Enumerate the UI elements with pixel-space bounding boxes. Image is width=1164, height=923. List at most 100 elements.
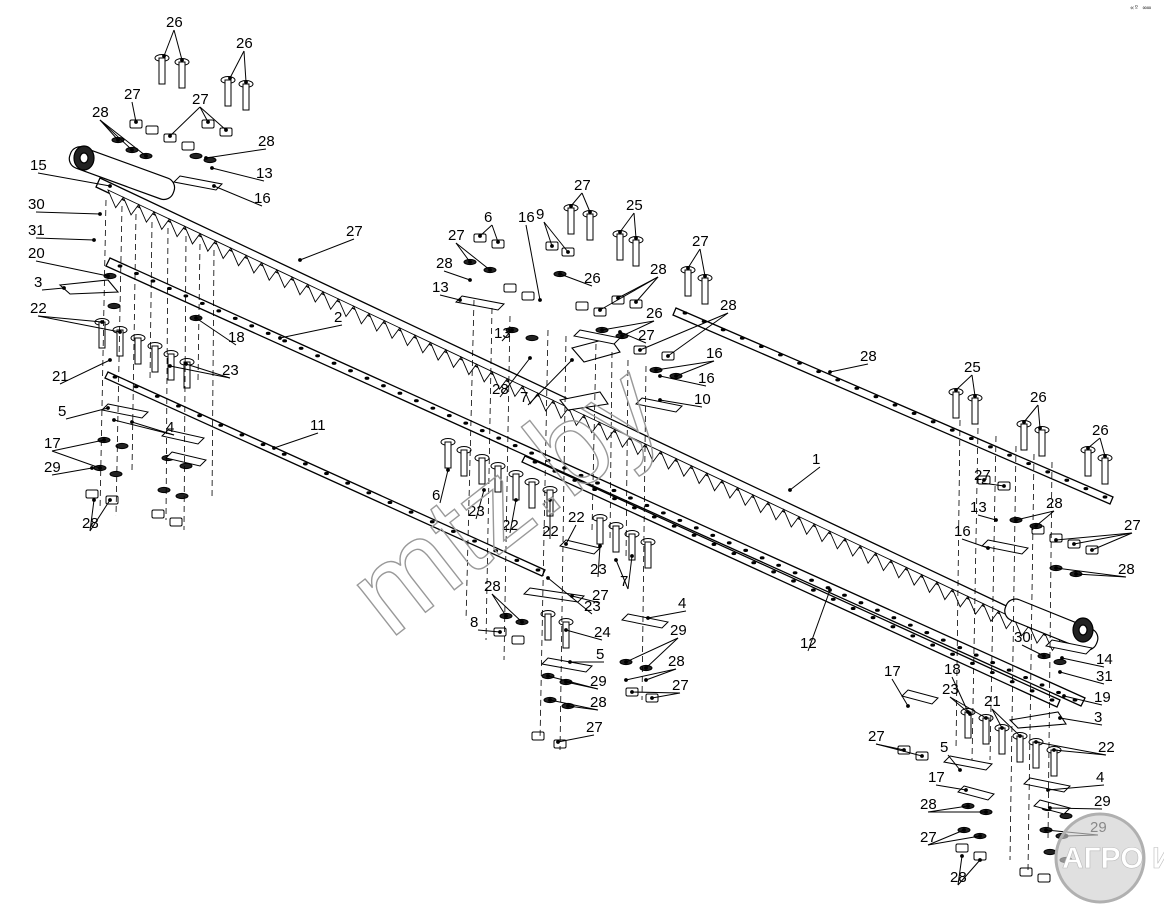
leader-line	[1023, 404, 1039, 423]
bar-hole	[430, 406, 436, 410]
bolt	[967, 394, 983, 425]
assembly-line	[609, 351, 613, 541]
nut	[181, 141, 195, 151]
leader-tip	[1034, 524, 1038, 528]
callout-28: 28	[950, 869, 967, 886]
leader-line	[213, 185, 263, 207]
leader-tip	[1058, 670, 1062, 674]
bar-hole	[154, 394, 160, 398]
knife-section	[245, 254, 263, 274]
leader-tip	[498, 630, 502, 634]
bolt	[174, 58, 190, 89]
knife-section	[460, 356, 478, 376]
callout-18: 18	[944, 661, 961, 678]
assembly-line	[197, 243, 201, 381]
leader-tip	[966, 804, 970, 808]
leader-line	[1059, 717, 1103, 726]
bar-hole	[691, 533, 697, 537]
assembly-line	[131, 213, 137, 471]
leader-line	[935, 784, 967, 791]
callout-22: 22	[542, 523, 559, 540]
leader-tip	[986, 546, 990, 550]
callout-18: 18	[228, 329, 245, 346]
callout-5: 5	[596, 646, 604, 663]
leader-tip	[538, 298, 542, 302]
leader-tip	[102, 438, 106, 442]
callout-27: 27	[574, 177, 591, 194]
bar-hole	[183, 294, 189, 298]
bar-hole	[545, 458, 551, 463]
knife-section	[552, 399, 570, 420]
leader-tip	[504, 614, 508, 618]
bar-hole	[910, 634, 916, 638]
bolt	[524, 478, 540, 509]
leader-line	[479, 224, 493, 237]
leader-line	[99, 119, 133, 151]
leader-tip	[134, 120, 138, 124]
leader-tip	[658, 374, 662, 378]
leader-line	[199, 106, 209, 123]
leader-line	[173, 29, 183, 61]
logo-text: АГРО ИКА	[1062, 842, 1164, 875]
callout-25: 25	[626, 197, 643, 214]
knife-section	[444, 348, 462, 369]
leader-tip	[588, 210, 592, 214]
leader-line	[1055, 567, 1127, 578]
leader-line	[977, 514, 997, 521]
leader-line	[455, 242, 491, 271]
leader-tip	[1044, 828, 1048, 832]
bar-holes	[112, 264, 1108, 702]
knife-section	[813, 522, 831, 543]
knife-section	[966, 595, 984, 615]
nut	[575, 301, 589, 311]
callout-2: 2	[334, 309, 342, 326]
knife-section	[659, 450, 677, 470]
leader-tip	[212, 184, 216, 188]
bar-hole	[331, 361, 337, 365]
leader-tip	[566, 704, 570, 708]
knife-section	[199, 232, 217, 253]
leader-line	[565, 524, 577, 545]
callout-21: 21	[52, 368, 69, 385]
bar-hole	[682, 311, 688, 315]
bar-hole	[870, 616, 876, 620]
callout-28: 28	[1046, 495, 1063, 512]
knife-section	[828, 530, 846, 550]
leader-tip	[98, 466, 102, 470]
leader-line	[499, 357, 531, 398]
leader-line	[647, 610, 687, 619]
leader-line	[1099, 437, 1106, 457]
knife-section	[352, 305, 370, 325]
callout-13: 13	[494, 325, 511, 342]
leader-tip	[666, 354, 670, 358]
leader-line	[443, 270, 471, 281]
leader-line	[37, 172, 111, 187]
leader-tip	[624, 660, 628, 664]
bar-hole	[850, 606, 856, 611]
leader-tip	[210, 166, 214, 170]
leader-line	[1055, 532, 1133, 541]
callout-28: 28	[492, 381, 509, 398]
leader-tip	[548, 698, 552, 702]
leader-line	[1037, 404, 1041, 429]
leader-tip	[478, 234, 482, 238]
bar-hole	[463, 421, 469, 425]
plate	[165, 451, 207, 467]
leader-tip	[564, 628, 568, 632]
plate	[161, 429, 205, 445]
knife-section	[690, 464, 708, 485]
bar-hole	[842, 593, 847, 597]
assembly-lines	[99, 199, 1053, 871]
knife-section	[705, 472, 723, 492]
bar-hole	[451, 529, 456, 534]
leader-line	[557, 734, 595, 743]
leader-line	[559, 273, 593, 287]
callout-31: 31	[1096, 668, 1113, 685]
callout-23: 23	[584, 598, 601, 615]
leader-line	[1035, 741, 1107, 756]
assembly-line	[1009, 445, 1017, 861]
assembly-line	[165, 227, 169, 521]
leader-line	[955, 374, 973, 391]
bar-hole	[797, 361, 802, 365]
knife-section	[798, 515, 816, 536]
